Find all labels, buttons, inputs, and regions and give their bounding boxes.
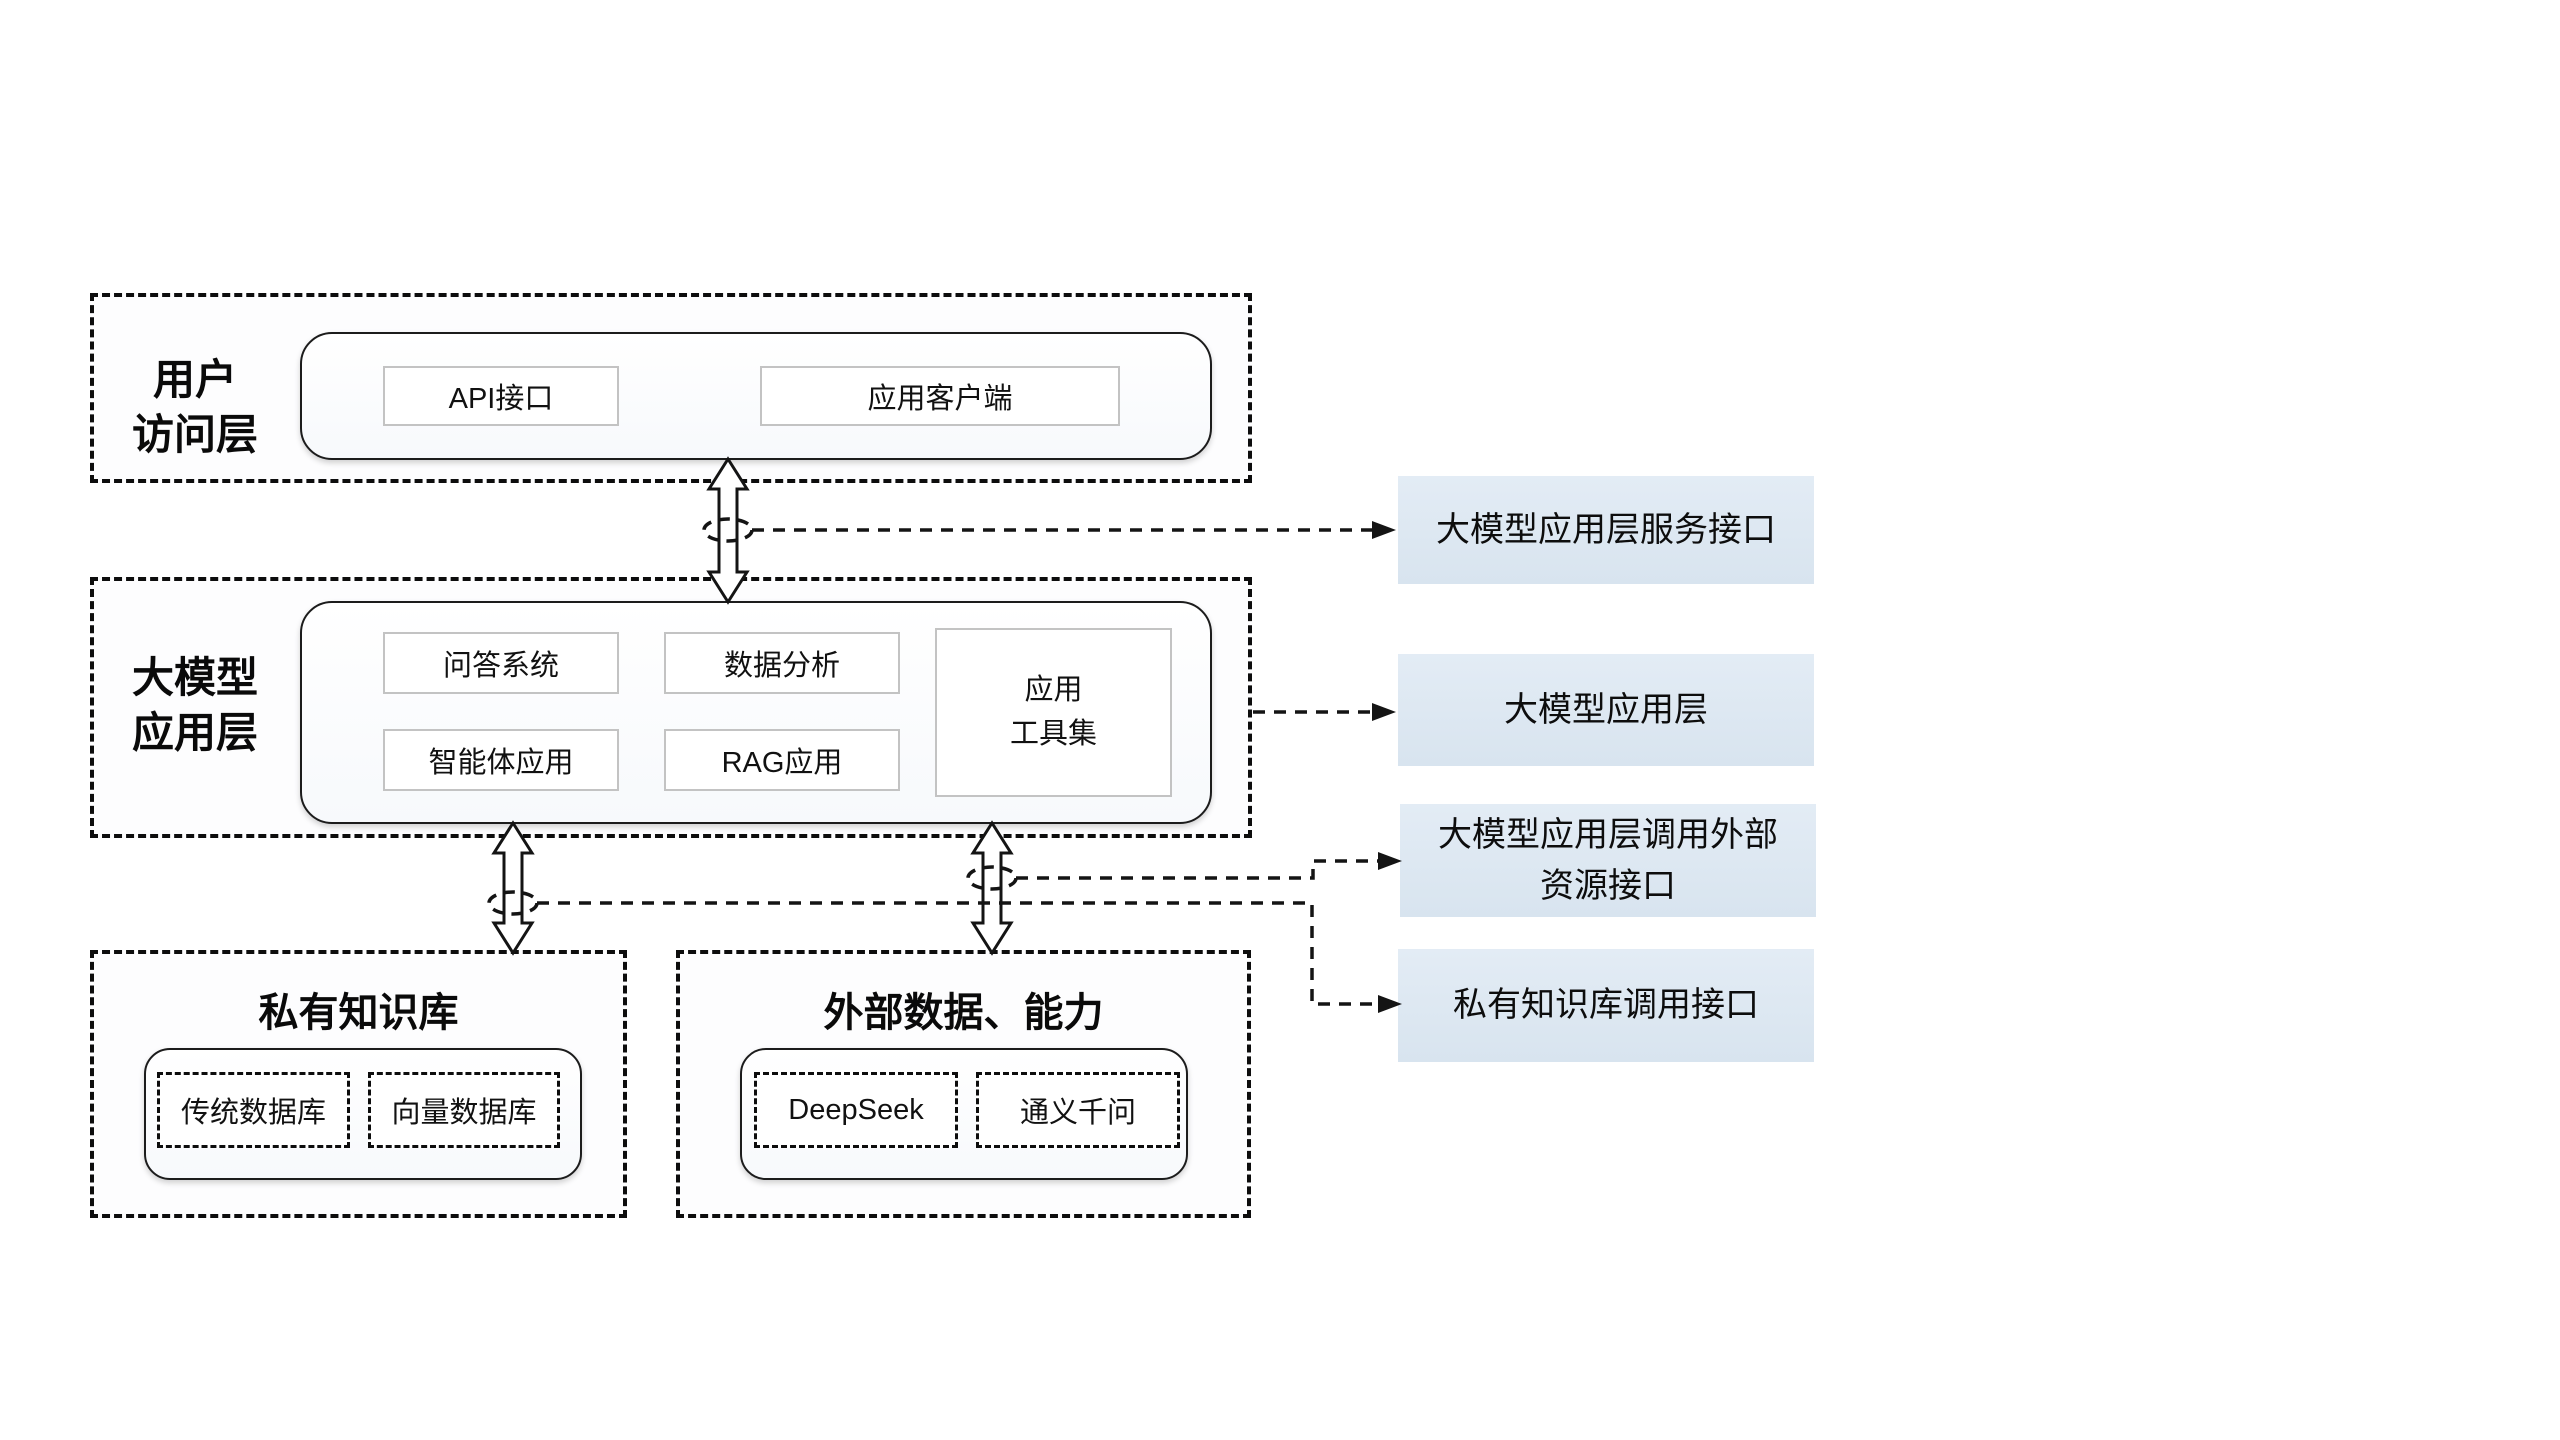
cell-app-client: 应用客户端 [760, 366, 1120, 426]
cell-vector-db: 向量数据库 [368, 1072, 560, 1148]
cell-qwen: 通义千问 [976, 1072, 1180, 1148]
cell-qa-system: 问答系统 [383, 632, 619, 694]
cell-rag-app: RAG应用 [664, 729, 900, 791]
arrowhead-service-interface [1372, 521, 1396, 539]
arrowhead-external-resource [1378, 852, 1402, 870]
cell-api-interface: API接口 [383, 366, 619, 426]
double-arrow-llm-external [970, 820, 1014, 956]
layer-llm-app-label: 大模型 应用层 [131, 654, 258, 757]
interface-app-layer: 大模型应用层 [1398, 654, 1814, 766]
cell-app-toolset: 应用 工具集 [935, 628, 1172, 797]
double-arrow-llm-kb [491, 820, 535, 956]
interface-external-resource: 大模型应用层调用外部 资源接口 [1400, 804, 1816, 917]
interface-service: 大模型应用层服务接口 [1398, 476, 1814, 584]
cell-traditional-db: 传统数据库 [157, 1072, 350, 1148]
line-jump-ellipse-top [702, 517, 754, 543]
interface-kb-call: 私有知识库调用接口 [1398, 949, 1814, 1062]
line-jump-ellipse-left [487, 890, 539, 916]
private-kb-title: 私有知识库 [258, 991, 459, 1035]
arrowhead-app-layer [1372, 703, 1396, 721]
connector-external-resource [1016, 859, 1378, 880]
external-data-title: 外部数据、能力 [823, 991, 1104, 1035]
line-jump-ellipse-right [966, 865, 1018, 891]
cell-deepseek: DeepSeek [754, 1072, 958, 1148]
layer-user-access-label: 用户 访问层 [131, 356, 258, 459]
cell-agent-app: 智能体应用 [383, 729, 619, 791]
cell-data-analysis: 数据分析 [664, 632, 900, 694]
